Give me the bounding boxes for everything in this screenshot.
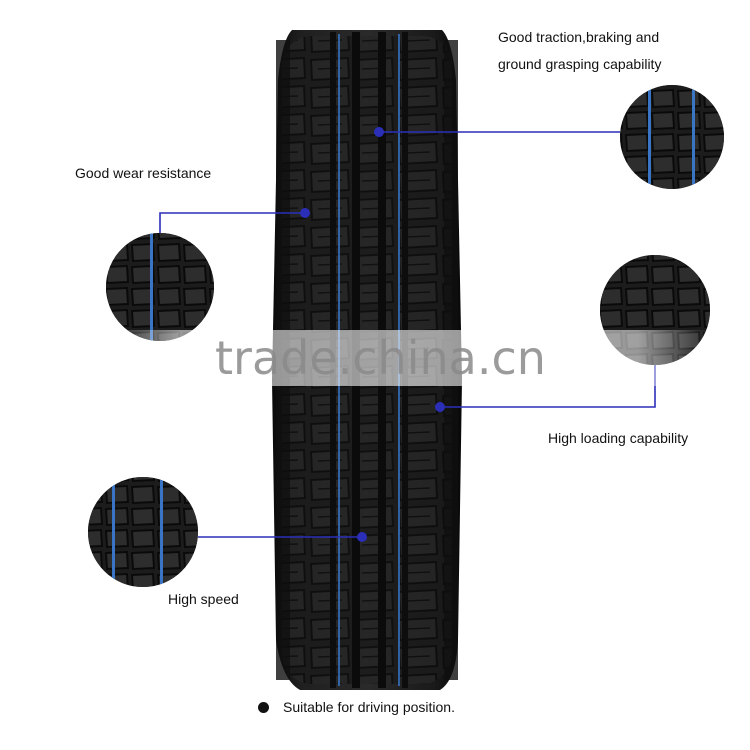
watermark-band (108, 330, 710, 386)
detail-circle-traction (620, 85, 724, 189)
callout-label-loading: High loading capability (548, 430, 689, 446)
callout-label-traction-line1: Good traction,braking and (498, 29, 660, 45)
callout-line-wear (159, 212, 305, 233)
footnote: Suitable for driving position. (258, 699, 455, 715)
callout-label-wear: Good wear resistance (75, 165, 212, 181)
detail-circle-speed (88, 477, 198, 587)
callout-label-traction-line2: ground grasping capability (498, 56, 662, 72)
callout-label-traction: Good traction,braking and ground graspin… (498, 28, 661, 82)
footnote-text: Suitable for driving position. (283, 699, 455, 715)
callout-markers (300, 127, 445, 542)
detail-circle-wear (106, 233, 214, 341)
callout-label-speed: High speed (168, 591, 239, 607)
blue-dot-icon (374, 127, 384, 137)
blue-dot-icon (357, 532, 367, 542)
blue-dot-icon (300, 208, 310, 218)
black-bullet-icon (258, 701, 269, 713)
callout-lines (159, 131, 656, 538)
blue-dot-icon (435, 402, 445, 412)
watermark-text: trade.china.cn (215, 331, 546, 385)
